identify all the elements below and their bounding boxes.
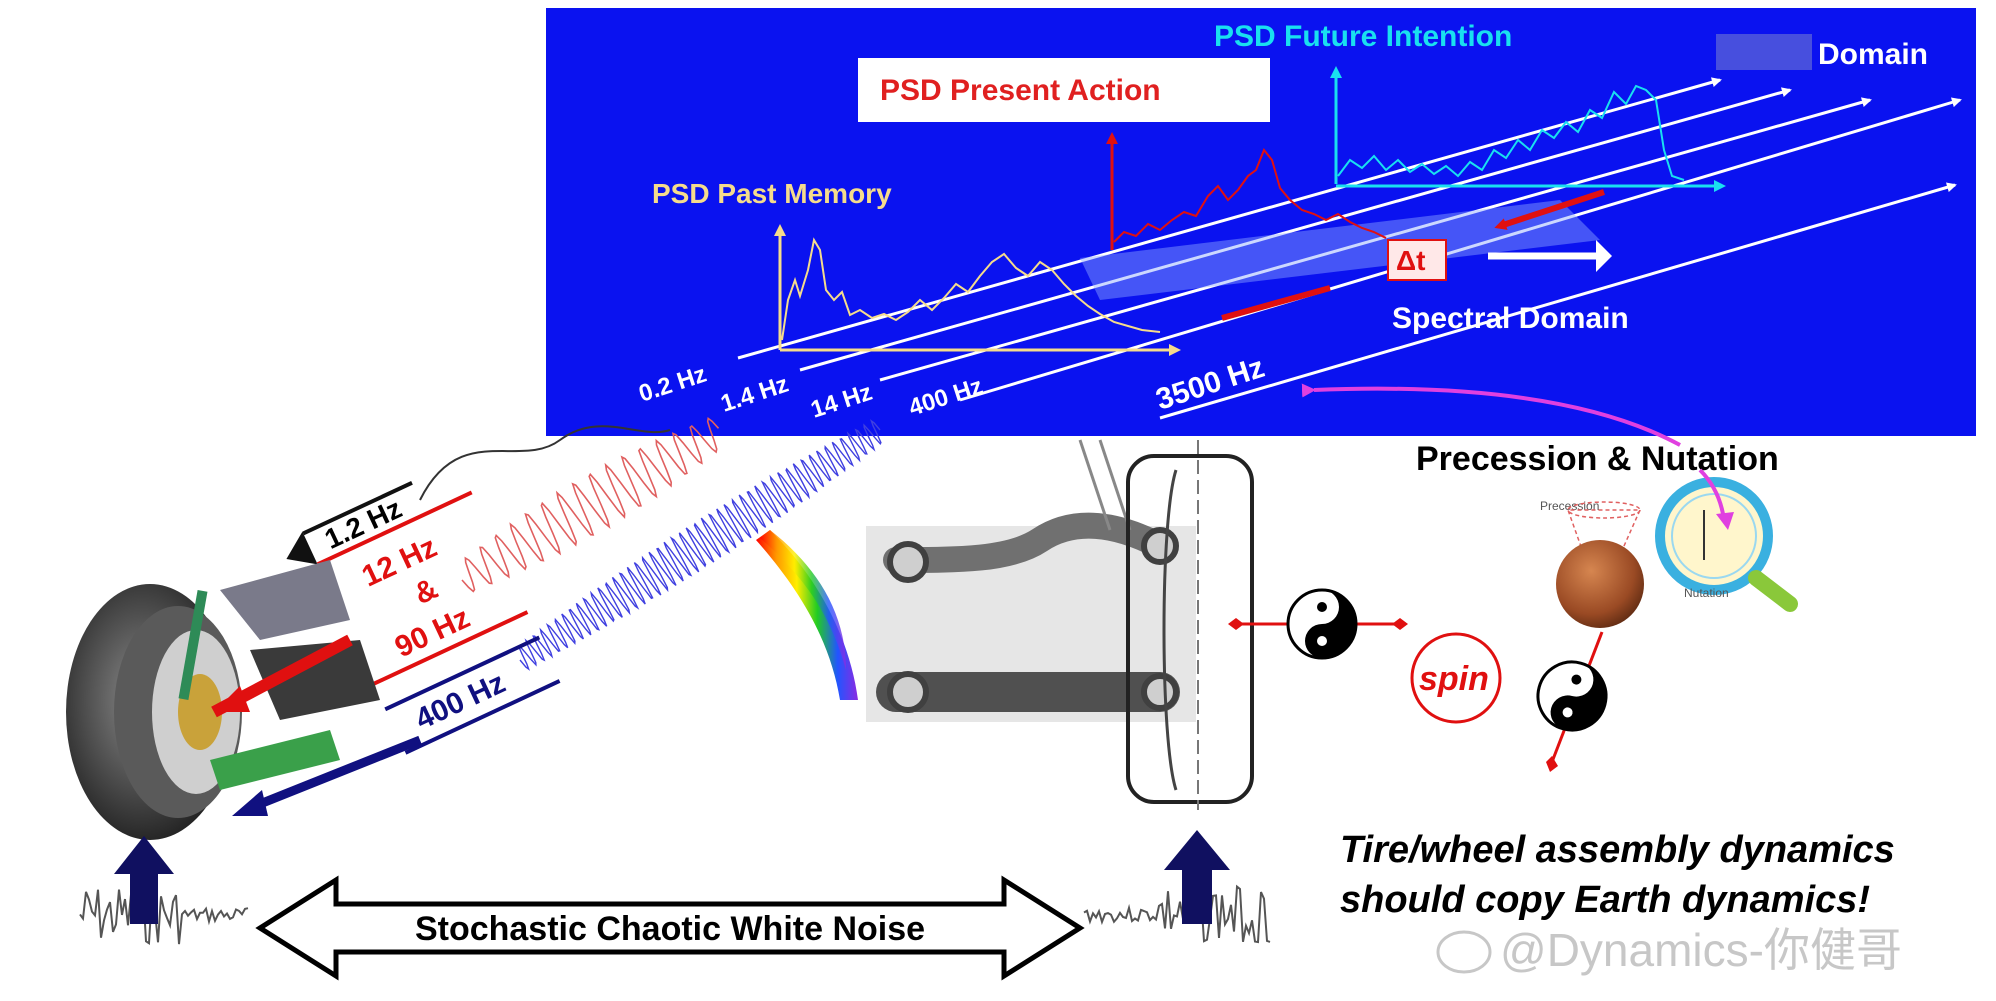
blue-force-arrow-head [232, 790, 268, 816]
present-psd-curve [1113, 148, 1387, 243]
nutation-caption: Nutation [1684, 586, 1729, 600]
wave-400hz [518, 419, 882, 671]
present-label-box [858, 58, 1270, 122]
precession-nutation-title: Precession & Nutation [1416, 440, 1779, 478]
time-window-band [1080, 200, 1600, 300]
upper-control-arm [220, 560, 350, 640]
suspension-cross-section [866, 439, 1254, 810]
wave-1-2hz [419, 425, 671, 501]
noise-banner: Stochastic Chaotic White Noise [255, 875, 1085, 981]
precession-nutation: Precession & Nutation Precession Nutatio… [1416, 440, 1798, 628]
rainbow-icon [756, 530, 858, 700]
rim-profile [1162, 469, 1178, 791]
bushing [1141, 527, 1179, 565]
past-psd-curve [781, 237, 1161, 341]
spin-label: spin [1419, 660, 1489, 698]
axis-line [799, 87, 1792, 372]
obscured-label-block [1716, 34, 1812, 70]
axis-line [1159, 182, 1957, 420]
axis-end-diamond [1228, 618, 1244, 630]
spin-circle [1410, 632, 1502, 724]
axis-end-diamond [1546, 756, 1558, 772]
psd-past-memory: PSD Past Memory [652, 178, 1181, 356]
noise-signal-right [1083, 884, 1271, 944]
spectral-domain-label: Spectral Domain [1392, 302, 1629, 335]
psd-past-memory-label: PSD Past Memory [652, 178, 892, 209]
noise-signal-left [79, 887, 249, 945]
double-arrow-icon [255, 875, 1085, 981]
yin-yang-icon [1536, 660, 1608, 732]
strut-line [1078, 439, 1112, 531]
earth-icon [1556, 540, 1644, 628]
red-force-arrow-head [214, 686, 250, 712]
psd-future-intention: PSD Future Intention [1214, 20, 1726, 192]
caption-line-1: Tire/wheel assembly dynamics [1340, 829, 1895, 871]
band-divider [316, 490, 473, 567]
yin-yang-icon [1286, 588, 1358, 660]
weibo-icon [1436, 930, 1492, 974]
spectral-panel: PSD Past Memory PSD Present Action PSD F… [546, 8, 1976, 447]
knuckle [250, 640, 380, 720]
bushing [1141, 673, 1179, 711]
band-divider [372, 610, 529, 686]
band-divider [404, 679, 561, 755]
strut-line [1098, 439, 1132, 531]
axis-end-diamond [1392, 618, 1408, 630]
wave-12-90hz [461, 416, 720, 593]
vibration-waves [419, 416, 882, 671]
magnifier-icon [1655, 477, 1798, 612]
present-reverse-arrow [1494, 189, 1605, 230]
domain-label: Domain [1818, 38, 1928, 71]
band-arrow-head [286, 531, 318, 565]
psd-future-intention-label: PSD Future Intention [1214, 20, 1512, 53]
psd-present-action: PSD Present Action [858, 58, 1605, 321]
rainbow-band [760, 530, 846, 670]
present-shift-bar [1221, 285, 1331, 321]
noise-banner-label: Stochastic Chaotic White Noise [415, 910, 925, 948]
bushing [887, 541, 929, 583]
delta-t-box [1387, 239, 1447, 281]
axis-line [737, 77, 1722, 360]
future-psd-curve [1337, 84, 1685, 181]
delta-t-arrow-head [1596, 240, 1612, 272]
psd-present-action-label: PSD Present Action [880, 74, 1161, 107]
up-arrow-icon [1164, 830, 1230, 924]
lower-control-arm [210, 730, 340, 790]
watermark-text: @Dynamics-你健哥 [1500, 924, 1902, 976]
tire-suspension-illustration [66, 560, 422, 840]
upper-link [883, 512, 1173, 573]
watermark: @Dynamics-你健哥 [1436, 924, 1902, 976]
precession-cone-rim [1567, 501, 1641, 519]
band-divider [302, 480, 413, 536]
band-label-amp: & [409, 572, 443, 611]
bushing [887, 671, 929, 713]
delta-t-label: Δt [1396, 245, 1425, 276]
strut [178, 589, 208, 701]
magenta-link-head [1716, 512, 1734, 530]
blue-force-arrow [248, 735, 422, 813]
caption-line-2: should copy Earth dynamics! [1340, 879, 1870, 921]
magenta-return-arrow [1301, 383, 1681, 447]
tire-section [1126, 454, 1254, 804]
precession-caption: Precession [1540, 499, 1599, 513]
band-divider [384, 635, 541, 712]
yin-yang-group: spin [1228, 588, 1608, 772]
axis-line [879, 97, 1872, 382]
up-arrow-icon [114, 836, 174, 924]
